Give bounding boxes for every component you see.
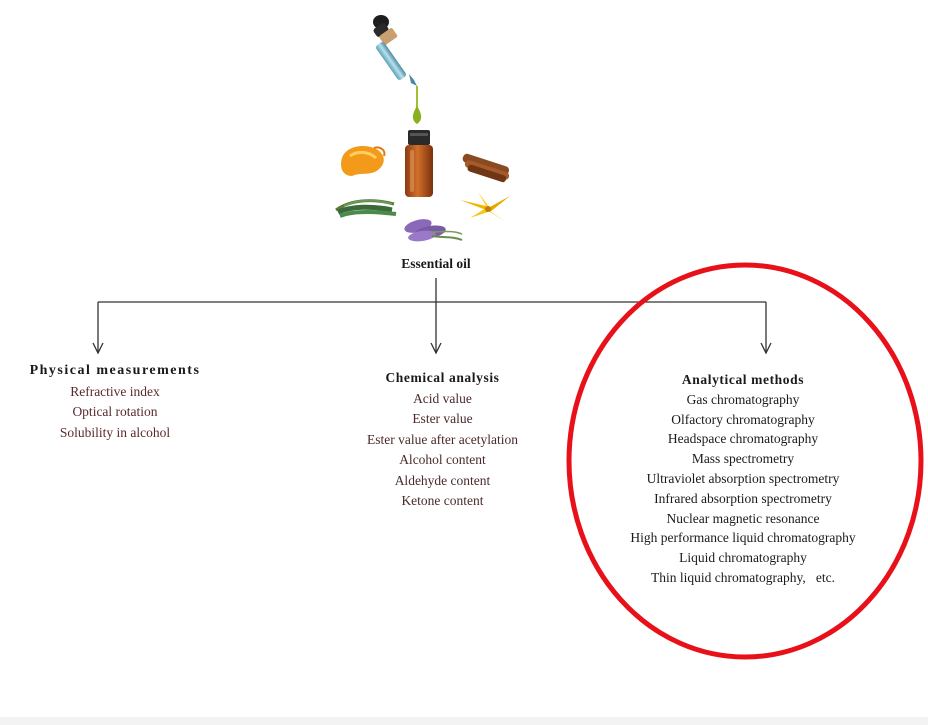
dropper-icon [373, 15, 417, 86]
list-item: Mass spectrometry [691, 451, 795, 467]
oil-drop-icon [412, 86, 422, 124]
arrow-analytical [760, 342, 772, 355]
list-item: Solubility in alcohol [59, 424, 171, 440]
amber-bottle-icon [405, 130, 433, 197]
list-item: Nuclear magnetic resonance [666, 510, 820, 526]
list-item: Gas chromatography [686, 391, 800, 407]
chemical-heading: Chemical analysis [385, 370, 500, 385]
chemical-analysis-group: Chemical analysis Acid value Ester value… [335, 368, 550, 512]
list-item: Ester value after acetylation [366, 431, 519, 447]
list-item: Aldehyde content [394, 472, 491, 488]
analytical-heading: Analytical methods [681, 372, 805, 387]
lavender-icon [404, 219, 463, 242]
tree-connectors [92, 278, 772, 355]
list-item: Refractive index [70, 383, 160, 399]
rosemary-icon [335, 199, 397, 218]
highlight-circle [566, 262, 924, 660]
list-item: Acid value [413, 390, 472, 406]
arrow-chemical [430, 342, 442, 355]
orange-peel-icon [341, 146, 386, 176]
analytical-methods-group: Analytical methods Gas chromatography Ol… [588, 370, 898, 588]
list-item: Liquid chromatography [679, 550, 807, 566]
root-label: Essential oil [401, 256, 471, 271]
ylang-flower-icon [460, 192, 510, 222]
list-item: Olfactory chromatography [671, 411, 815, 427]
list-item: Alcohol content [399, 452, 486, 467]
list-item: Ultraviolet absorption spectrometry [646, 470, 840, 486]
list-item: High performance liquid chromatography [630, 530, 856, 546]
bottom-strip [0, 717, 928, 725]
list-item: Ketone content [401, 493, 484, 508]
list-item: Headspace chromatography [667, 431, 819, 447]
cinnamon-icon [462, 153, 510, 183]
list-item: Infrared absorption spectrometry [654, 490, 832, 506]
list-item: Thin liquid chromatography, etc. [651, 569, 835, 585]
arrow-physical [92, 342, 104, 355]
list-item: Ester value [412, 411, 473, 426]
physical-measurements-group: Physical measurements Refractive index O… [10, 361, 220, 443]
list-item: Optical rotation [72, 404, 158, 419]
physical-heading: Physical measurements [29, 363, 201, 378]
